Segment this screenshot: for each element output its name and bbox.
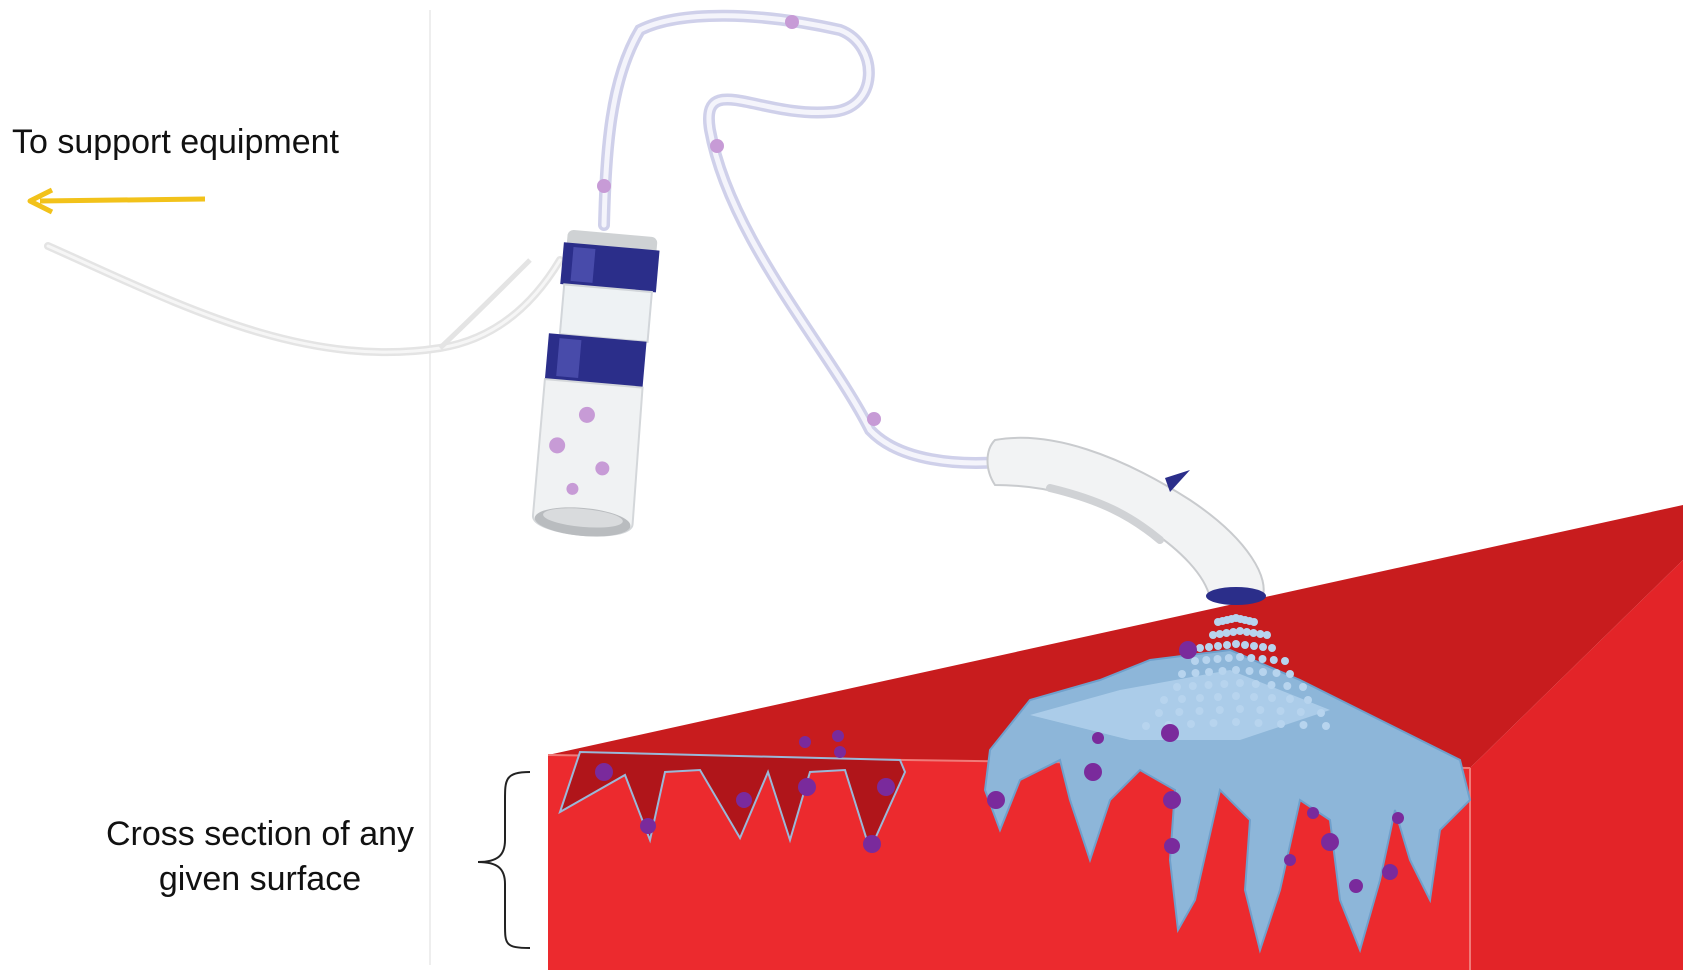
spray-droplet (1236, 653, 1244, 661)
spray-droplet (1256, 630, 1264, 638)
spray-droplet (1223, 629, 1231, 637)
spray-droplet (1214, 693, 1222, 701)
spray-droplet (1220, 680, 1228, 688)
spray-droplet (1196, 694, 1204, 702)
spray-droplet (1142, 722, 1150, 730)
spray-droplet (1236, 627, 1244, 635)
curly-brace-icon (478, 772, 530, 948)
spray-droplet (1205, 668, 1213, 676)
spray-droplet (1241, 641, 1249, 649)
spray-droplet (1232, 666, 1240, 674)
spray-droplet (1178, 670, 1186, 678)
spray-droplet (1196, 707, 1204, 715)
spray-droplet (1297, 708, 1305, 716)
spray-droplet (1300, 721, 1308, 729)
spray-droplet (1286, 695, 1294, 703)
spray-droplet (1216, 630, 1224, 638)
spray-droplet (1225, 654, 1233, 662)
spray-droplet (1250, 629, 1258, 637)
spray-droplet (1189, 682, 1197, 690)
spray-droplet (1210, 719, 1218, 727)
spray-droplet (1191, 657, 1199, 665)
spray-droplet (1236, 705, 1244, 713)
suction-tube (597, 15, 1000, 463)
spray-droplet (1299, 683, 1307, 691)
spray-droplet (1268, 644, 1276, 652)
spray-droplet (1286, 670, 1294, 678)
spray-droplet (1246, 667, 1254, 675)
spray-droplet (1160, 696, 1168, 704)
spray-droplet (1247, 654, 1255, 662)
spray-droplet (1268, 681, 1276, 689)
spray-droplet (1256, 706, 1264, 714)
spray-droplet (1259, 668, 1267, 676)
spray-droplet (1232, 640, 1240, 648)
spray-droplet (1277, 707, 1285, 715)
spray-droplet (1250, 642, 1258, 650)
spray-droplet (1317, 709, 1325, 717)
spray-droplet (1252, 680, 1260, 688)
spray-droplet (1173, 683, 1181, 691)
vacuum-hose (48, 246, 560, 352)
spray-droplet (1270, 656, 1278, 664)
spray-droplet (1155, 709, 1163, 717)
spray-droplet (1304, 696, 1312, 704)
spray-droplet (1250, 693, 1258, 701)
spray-droplet (1229, 628, 1237, 636)
spray-droplet (1259, 655, 1267, 663)
support-equipment-label: To support equipment (12, 120, 339, 165)
spray-droplet (1232, 692, 1240, 700)
spray-droplet (1273, 669, 1281, 677)
spray-droplet (1223, 641, 1231, 649)
spray-droplet (1216, 706, 1224, 714)
spray-droplet (1214, 642, 1222, 650)
spray-droplet (1205, 643, 1213, 651)
cross-section-label-line2: given surface (80, 857, 440, 902)
spray-droplet (1175, 708, 1183, 716)
spray-droplet (1281, 657, 1289, 665)
spray-droplet (1178, 695, 1186, 703)
spray-droplet (1219, 667, 1227, 675)
cross-section-label-line1: Cross section of any (80, 812, 440, 857)
spray-droplet (1192, 669, 1200, 677)
spray-droplet (1214, 655, 1222, 663)
spray-droplet (1283, 682, 1291, 690)
spray-droplet (1205, 681, 1213, 689)
spray-droplet (1277, 720, 1285, 728)
spray-droplet (1236, 679, 1244, 687)
spray-droplet (1232, 718, 1240, 726)
spray-droplet (1255, 719, 1263, 727)
spray-droplet (1243, 628, 1251, 636)
spray-wand-icon (988, 438, 1267, 605)
spray-droplet (1196, 644, 1204, 652)
left-arrow-icon (30, 190, 205, 212)
spray-droplet (1263, 631, 1271, 639)
spray-droplet (1268, 694, 1276, 702)
spray-droplet (1187, 720, 1195, 728)
cross-section-label: Cross section of any given surface (80, 812, 440, 902)
spray-droplet (1250, 618, 1258, 626)
spray-droplet (1259, 643, 1267, 651)
spray-droplet (1209, 631, 1217, 639)
spray-droplet (1322, 722, 1330, 730)
spray-droplet (1202, 656, 1210, 664)
